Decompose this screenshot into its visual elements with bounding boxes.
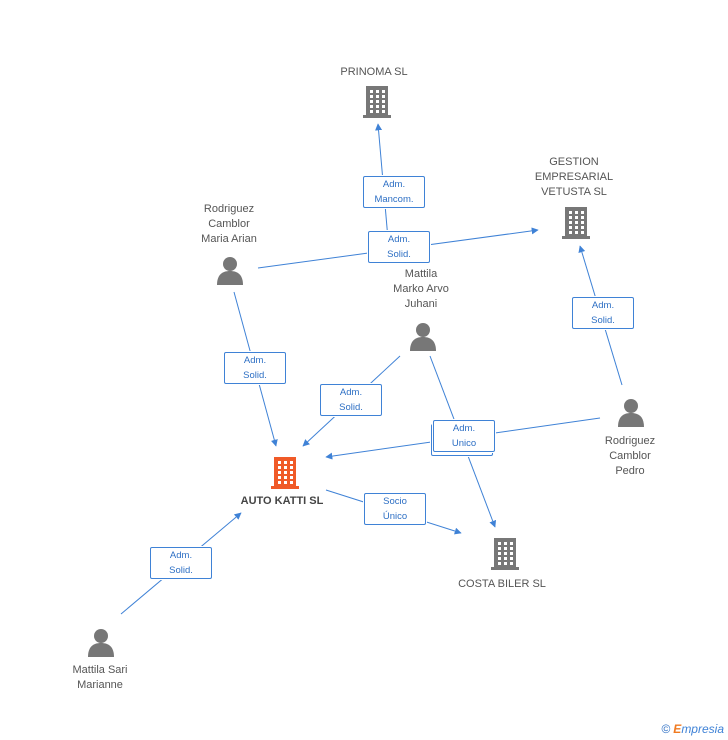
edge-label-pedro-to-gestion[interactable]: Adm.Solid. bbox=[572, 297, 634, 329]
person-icon-sari[interactable] bbox=[87, 627, 115, 662]
person-icon-pedro[interactable] bbox=[617, 397, 645, 432]
node-label-costa[interactable]: COSTA BILER SL bbox=[458, 578, 546, 590]
building-icon-prinoma[interactable] bbox=[363, 84, 391, 123]
edge-label-maria-to-gestion[interactable]: Adm.Solid. bbox=[368, 231, 430, 263]
building-icon-costa[interactable] bbox=[491, 536, 519, 575]
building-icon-gestion[interactable] bbox=[562, 205, 590, 244]
node-label-auto_katti[interactable]: AUTO KATTI SL bbox=[240, 495, 324, 507]
edge-label-maria-to-auto_katti[interactable]: Adm.Solid. bbox=[224, 352, 286, 384]
edge-label-mattila_marko-to-costa[interactable]: Adm.Unico bbox=[433, 420, 495, 452]
edge-label-mattila_marko-to-auto_katti[interactable]: Adm.Solid. bbox=[320, 384, 382, 416]
copyright-symbol: © bbox=[661, 722, 671, 736]
edge-label-mattila_marko-to-prinoma[interactable]: Adm.Mancom. bbox=[363, 176, 425, 208]
edge-label-sari-to-auto_katti[interactable]: Adm.Solid. bbox=[150, 547, 212, 579]
building-icon-auto_katti[interactable] bbox=[271, 455, 299, 494]
node-label-prinoma[interactable]: PRINOMA SL bbox=[340, 66, 408, 78]
person-icon-maria[interactable] bbox=[216, 255, 244, 290]
person-icon-mattila_marko[interactable] bbox=[409, 321, 437, 356]
brand-initial: E bbox=[673, 722, 682, 736]
brand-name: mpresia bbox=[681, 722, 724, 736]
watermark: ©Empresia bbox=[661, 722, 724, 736]
